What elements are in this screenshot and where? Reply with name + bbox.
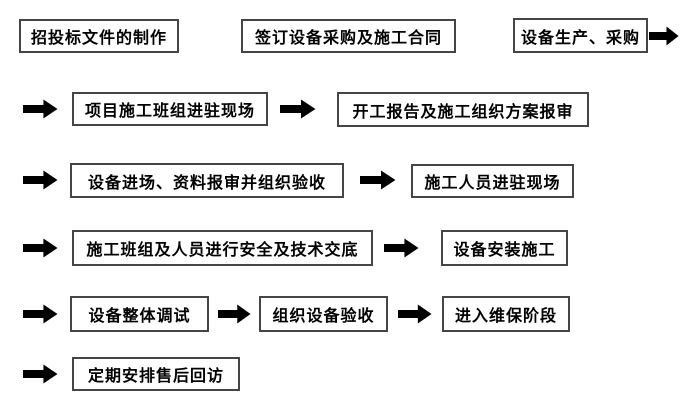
right-arrow-icon <box>23 364 58 384</box>
flow-box-equipment-production-procurement: 设备生产、采购 <box>513 18 648 53</box>
flow-box-personnel-enter-site: 施工人员进驻现场 <box>411 164 574 198</box>
flow-box-equipment-arrival-acceptance: 设备进场、资料报审并组织验收 <box>70 163 344 198</box>
flow-box-construction-team-enter-site: 项目施工班组进驻现场 <box>72 92 268 126</box>
right-arrow-icon <box>23 99 58 119</box>
right-arrow-icon <box>280 99 316 119</box>
flow-box-bidding-documents: 招投标文件的制作 <box>19 19 179 53</box>
flow-box-equipment-installation: 设备安装施工 <box>441 230 568 266</box>
flow-box-equipment-acceptance: 组织设备验收 <box>259 296 388 332</box>
flow-box-safety-technical-disclosure: 施工班组及人员进行安全及技术交底 <box>72 230 373 266</box>
right-arrow-icon <box>649 26 679 46</box>
flow-box-maintenance-phase: 进入维保阶段 <box>442 296 570 332</box>
right-arrow-icon <box>23 170 58 190</box>
right-arrow-icon <box>360 170 396 190</box>
right-arrow-icon <box>218 304 251 324</box>
flow-box-overall-debugging: 设备整体调试 <box>70 296 209 332</box>
right-arrow-icon <box>398 304 432 324</box>
right-arrow-icon <box>23 304 58 324</box>
right-arrow-icon <box>23 238 58 258</box>
flow-box-sign-procurement-contract: 签订设备采购及施工合同 <box>241 19 456 53</box>
right-arrow-icon <box>384 238 419 258</box>
flow-box-commencement-report-review: 开工报告及施工组织方案报审 <box>337 92 589 127</box>
flow-box-after-sales-visits: 定期安排售后回访 <box>72 357 240 391</box>
